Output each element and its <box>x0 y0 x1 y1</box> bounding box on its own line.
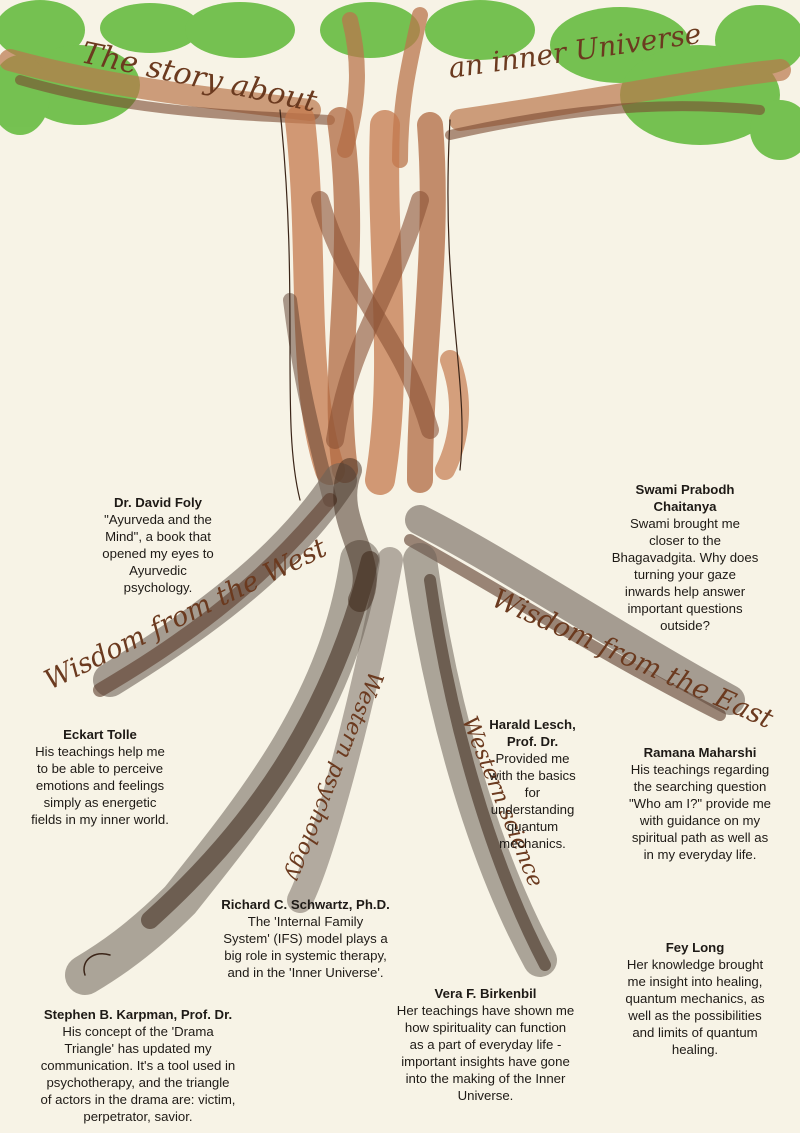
person-description: "Ayurveda and the Mind", a book that ope… <box>58 511 258 596</box>
person-name: Vera F. Birkenbil <box>378 985 593 1002</box>
person-name: Ramana Maharshi <box>610 744 790 761</box>
person-fey-long: Fey Long Her knowledge brought me insigh… <box>600 939 790 1058</box>
person-description: Her teachings have shown me how spiritua… <box>378 1002 593 1104</box>
person-description: His teachings help me to be able to perc… <box>10 743 190 828</box>
person-description: Swami brought me closer to the Bhagavadg… <box>585 515 785 634</box>
person-name: Harald Lesch, Prof. Dr. <box>470 716 595 750</box>
person-stephen-karpman: Stephen B. Karpman, Prof. Dr. His concep… <box>18 1006 258 1125</box>
person-description: His teachings regarding the searching qu… <box>610 761 790 863</box>
person-name: Richard C. Schwartz, Ph.D. <box>198 896 413 913</box>
person-description: Her knowledge brought me insight into he… <box>600 956 790 1058</box>
person-description: Provided me with the basics for understa… <box>470 750 595 852</box>
person-name: Dr. David Foly <box>58 494 258 511</box>
person-name: Swami Prabodh Chaitanya <box>585 481 785 515</box>
person-name: Stephen B. Karpman, Prof. Dr. <box>18 1006 258 1023</box>
person-description: His concept of the 'Drama Triangle' has … <box>18 1023 258 1125</box>
person-harald-lesch: Harald Lesch, Prof. Dr. Provided me with… <box>470 716 595 852</box>
person-swami-prabodh-chaitanya: Swami Prabodh Chaitanya Swami brought me… <box>585 481 785 634</box>
person-richard-schwartz: Richard C. Schwartz, Ph.D. The 'Internal… <box>198 896 413 981</box>
person-ramana-maharshi: Ramana Maharshi His teachings regarding … <box>610 744 790 863</box>
person-vera-birkenbil: Vera F. Birkenbil Her teachings have sho… <box>378 985 593 1104</box>
person-eckart-tolle: Eckart Tolle His teachings help me to be… <box>10 726 190 828</box>
person-name: Fey Long <box>600 939 790 956</box>
person-dr-david-foly: Dr. David Foly "Ayurveda and the Mind", … <box>58 494 258 596</box>
tree-trunk <box>280 110 462 500</box>
person-description: The 'Internal Family System' (IFS) model… <box>198 913 413 981</box>
person-name: Eckart Tolle <box>10 726 190 743</box>
